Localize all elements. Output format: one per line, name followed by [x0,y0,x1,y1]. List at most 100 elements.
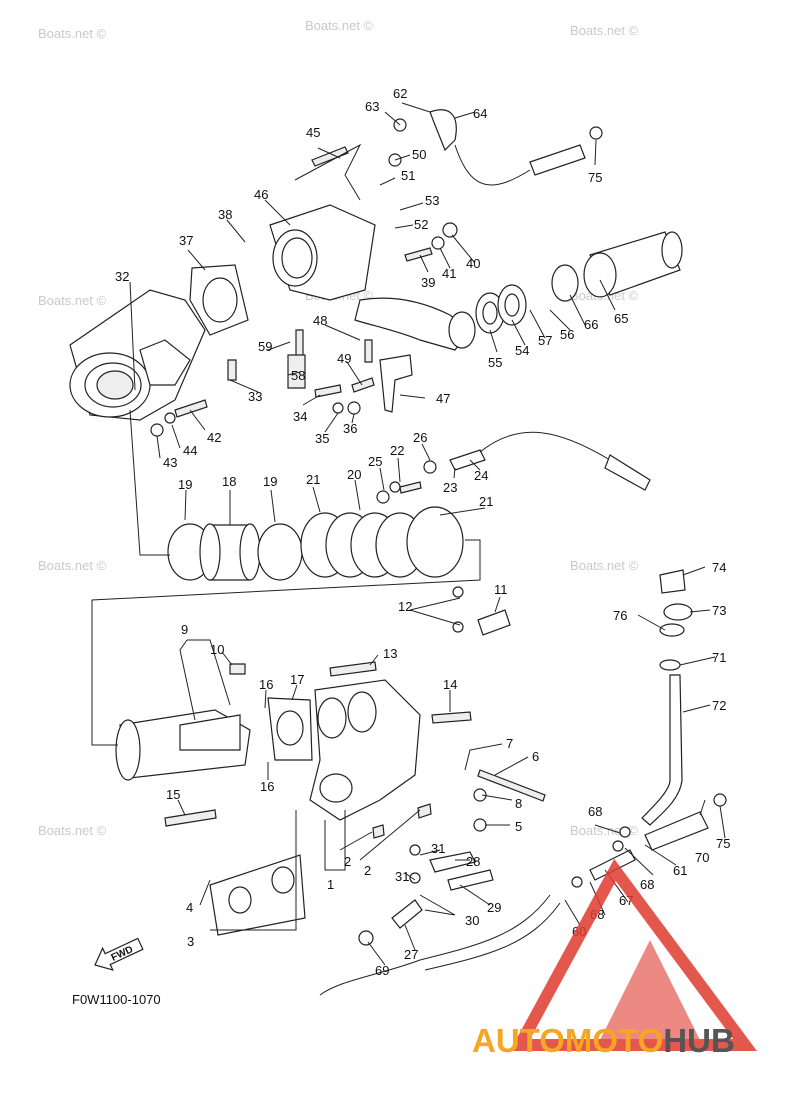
upper-exhaust-assembly [69,109,683,437]
callout-18: 18 [222,474,236,489]
watermark: Boats.net © [38,558,107,573]
callout-14: 14 [443,677,457,692]
fwd-label: FWD [110,944,135,964]
callout-31: 31 [431,841,445,856]
lower-exhaust-assembly [115,569,727,996]
callout-13: 13 [383,646,397,661]
callout-53: 53 [425,193,439,208]
callout-57: 57 [538,333,552,348]
callout-32: 32 [115,269,129,284]
watermark: Boats.net © [570,23,639,38]
callout-5: 5 [515,819,522,834]
callout-64: 64 [473,106,487,121]
callout-61: 61 [673,863,687,878]
callout-74: 74 [712,560,726,575]
callout-20: 20 [347,467,361,482]
watermark: Boats.net © [38,823,107,838]
callout-42: 42 [207,430,221,445]
callout-58: 58 [291,368,305,383]
callout-21: 21 [306,472,320,487]
callout-24: 24 [474,468,488,483]
watermark: Boats.net © [38,26,107,41]
callout-2: 2 [344,854,351,869]
callout-65: 65 [614,311,628,326]
callout-16: 16 [259,677,273,692]
callout-68: 68 [588,804,602,819]
callout-41: 41 [442,266,456,281]
callout-26: 26 [413,430,427,445]
callout-75: 75 [588,170,602,185]
callout-38: 38 [218,207,232,222]
callout-12: 12 [398,599,412,614]
diagram-code: F0W1100-1070 [72,992,161,1007]
brand-part1: AUTOMOTO [472,1022,663,1059]
callout-45: 45 [306,125,320,140]
brand-triangle-icon [509,858,757,1051]
callout-72: 72 [712,698,726,713]
callout-69: 69 [375,963,389,978]
brand-logo [509,858,757,1051]
callout-27: 27 [404,947,418,962]
callout-39: 39 [421,275,435,290]
callout-21: 21 [479,494,493,509]
callout-17: 17 [290,672,304,687]
callout-4: 4 [186,900,193,915]
watermark: Boats.net © [570,558,639,573]
callout-19: 19 [178,477,192,492]
callout-43: 43 [163,455,177,470]
callout-1: 1 [327,877,334,892]
callout-46: 46 [254,187,268,202]
callout-9: 9 [181,622,188,637]
callout-71: 71 [712,650,726,665]
callout-50: 50 [412,147,426,162]
callout-28: 28 [466,854,480,869]
callout-31: 31 [395,869,409,884]
callout-16: 16 [260,779,274,794]
callout-62: 62 [393,86,407,101]
callout-33: 33 [248,389,262,404]
callout-66: 66 [584,317,598,332]
callout-36: 36 [343,421,357,436]
callout-49: 49 [337,351,351,366]
callout-37: 37 [179,233,193,248]
callout-19: 19 [263,474,277,489]
callout-2: 2 [364,863,371,878]
callout-8: 8 [515,796,522,811]
callout-7: 7 [506,736,513,751]
callout-47: 47 [436,391,450,406]
hose-clamps-row [167,431,651,581]
callout-10: 10 [210,642,224,657]
callout-63: 63 [365,99,379,114]
callout-52: 52 [414,217,428,232]
callout-40: 40 [466,256,480,271]
callout-73: 73 [712,603,726,618]
callout-51: 51 [401,168,415,183]
callout-30: 30 [465,913,479,928]
leader-lines [91,102,726,966]
callout-labels: 1 2 2 3 4 5 6 7 8 9 10 11 12 13 14 15 16… [115,86,730,978]
callout-59: 59 [258,339,272,354]
callout-3: 3 [187,934,194,949]
callout-75: 75 [716,836,730,851]
callout-11: 11 [494,582,508,597]
callout-6: 6 [532,749,539,764]
callout-56: 56 [560,327,574,342]
watermark: Boats.net © [305,18,374,33]
callout-68: 68 [640,877,654,892]
brand-wordmark: AUTOMOTOHUB [472,1022,735,1059]
callout-76: 76 [613,608,627,623]
watermark: Boats.net © [38,293,107,308]
callout-70: 70 [695,850,709,865]
brand-part2: HUB [663,1022,735,1059]
callout-54: 54 [515,343,529,358]
brand-triangle-inner-icon [600,940,700,1040]
callout-44: 44 [183,443,197,458]
callout-15: 15 [166,787,180,802]
callout-48: 48 [313,313,327,328]
callout-25: 25 [368,454,382,469]
callout-22: 22 [390,443,404,458]
callout-35: 35 [315,431,329,446]
fwd-arrow-icon: FWD [94,937,144,971]
callout-29: 29 [487,900,501,915]
